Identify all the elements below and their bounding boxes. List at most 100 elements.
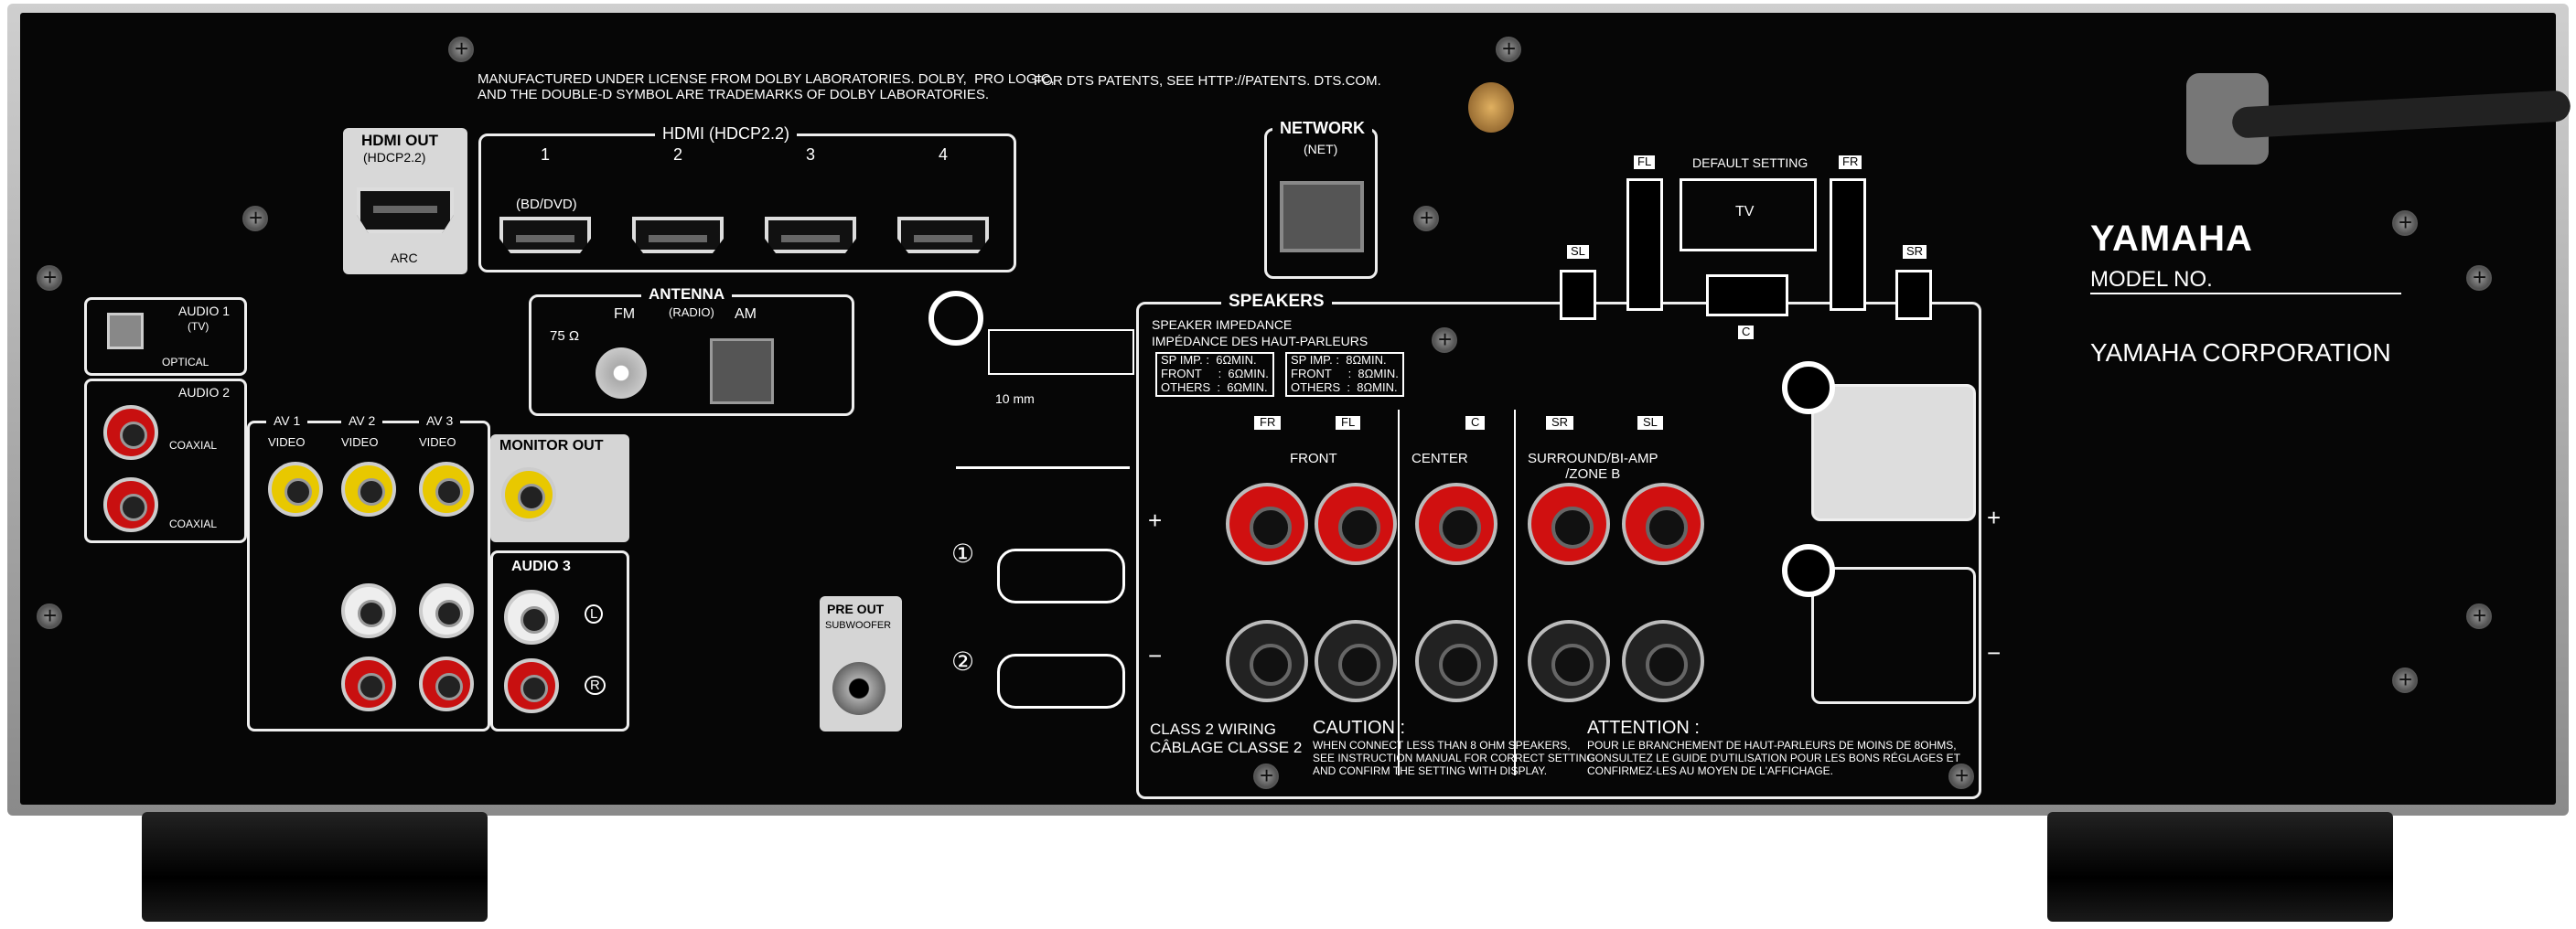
antenna-sub: (RADIO) <box>669 305 714 319</box>
fm-antenna-jack[interactable] <box>596 347 647 399</box>
caution-title: CAUTION : <box>1313 718 1406 738</box>
dts-notice: FOR DTS PATENTS, SEE HTTP://PATENTS. DTS… <box>1034 73 1381 89</box>
surround-label: SURROUND/BI-AMP /ZONE B <box>1528 451 1658 483</box>
optical-input[interactable] <box>107 313 144 349</box>
prohibited-icon <box>1782 361 1835 414</box>
hdmi-1-note: (BD/DVD) <box>516 197 577 212</box>
wire-short-warning <box>1811 384 1976 521</box>
fr-tag: FR <box>1254 415 1282 430</box>
sr-plus-terminal[interactable] <box>1528 483 1610 565</box>
av1-video-jack[interactable] <box>268 462 323 517</box>
ethernet-port[interactable] <box>1280 181 1364 252</box>
hdmi-out-label: HDMI OUT <box>361 132 439 149</box>
plus-mark: + <box>1148 507 1163 534</box>
av2-label: AV 2 <box>341 413 383 428</box>
caution-text: WHEN CONNECT LESS THAN 8 OHM SPEAKERS, S… <box>1313 739 1595 777</box>
monitor-out-jack[interactable] <box>501 467 556 522</box>
subwoofer-label: SUBWOOFER <box>825 620 892 631</box>
default-setting-label: DEFAULT SETTING <box>1692 155 1809 170</box>
av3-audio-r-jack[interactable] <box>419 657 474 711</box>
hdmi-port-number: 4 <box>939 145 949 164</box>
fr-plus-terminal[interactable] <box>1226 483 1308 565</box>
hdmi-in-4-port[interactable] <box>897 217 989 253</box>
screw <box>2466 263 2492 292</box>
av3-video-jack[interactable] <box>419 462 474 517</box>
audio1-group: AUDIO 1 (TV) OPTICAL <box>84 297 247 376</box>
wifi-antenna-connector[interactable] <box>1468 82 1514 133</box>
center-plus-terminal[interactable] <box>1415 483 1497 565</box>
audio2-label: AUDIO 2 <box>178 385 231 400</box>
center-minus-terminal[interactable] <box>1415 620 1497 702</box>
fl-plus-terminal[interactable] <box>1315 483 1397 565</box>
hdmi-in-1-port[interactable] <box>499 217 591 253</box>
impedance-8ohm-setting: SP IMP. : 8ΩMIN. FRONT : 8ΩMIN. OTHERS :… <box>1285 352 1404 397</box>
av2-audio-l-jack[interactable] <box>341 583 396 638</box>
hdmi-out-hdcp: (HDCP2.2) <box>363 150 426 165</box>
hdmi-port-number: 2 <box>673 145 683 164</box>
pre-out-label: PRE OUT <box>827 602 885 616</box>
monitor-out-area: MONITOR OUT <box>490 434 629 542</box>
fl-minus-terminal[interactable] <box>1315 620 1397 702</box>
terminal-tighten-icon <box>997 654 1125 709</box>
left-foot <box>142 812 488 922</box>
prohibited-icon <box>1782 544 1835 597</box>
screw <box>37 263 62 292</box>
audio3-group: AUDIO 3 L R <box>490 550 629 731</box>
av1-video-label: VIDEO <box>268 435 306 449</box>
audio3-r-jack[interactable] <box>504 658 559 713</box>
coaxial-input-1[interactable] <box>103 405 158 460</box>
attention-title: ATTENTION : <box>1587 718 1700 738</box>
hdmi-in-2-port[interactable] <box>632 217 724 253</box>
dolby-notice: MANUFACTURED UNDER LICENSE FROM DOLBY LA… <box>478 71 1055 103</box>
divider <box>1514 410 1516 775</box>
monitor-out-label: MONITOR OUT <box>499 438 604 454</box>
hdmi-input-group: HDMI (HDCP2.2) 1 2 3 4 (BD/DVD) <box>478 124 1016 272</box>
prohibited-icon <box>928 291 983 346</box>
sr-tag: SR <box>1546 415 1574 430</box>
c-tag: C <box>1465 415 1486 430</box>
left-channel-mark: L <box>585 604 604 625</box>
audio3-l-jack[interactable] <box>504 590 559 645</box>
divider <box>1398 410 1400 775</box>
right-foot <box>2047 812 2393 922</box>
antenna-group: ANTENNA (RADIO) FM AM 75 Ω <box>529 285 854 416</box>
sl-plus-terminal[interactable] <box>1622 483 1704 565</box>
av3-audio-l-jack[interactable] <box>419 583 474 638</box>
subwoofer-jack[interactable] <box>832 662 886 715</box>
sl-minus-terminal[interactable] <box>1622 620 1704 702</box>
av-input-group: AV 1 AV 2 AV 3 VIDEO VIDEO VIDEO <box>247 413 490 731</box>
fr-diagram-tag: FR <box>1839 155 1862 169</box>
hdmi-in-3-port[interactable] <box>765 217 856 253</box>
hdmi-out-port[interactable] <box>357 187 454 233</box>
fr-speaker-icon <box>1830 178 1866 311</box>
am-antenna-terminal[interactable] <box>710 338 774 404</box>
optical-label: OPTICAL <box>162 356 209 368</box>
fr-minus-terminal[interactable] <box>1226 620 1308 702</box>
fm-impedance: 75 Ω <box>550 328 580 344</box>
audio1-label: AUDIO 1 <box>178 304 231 318</box>
pre-out-area: PRE OUT SUBWOOFER <box>820 596 902 731</box>
audio2-group: AUDIO 2 COAXIAL COAXIAL <box>84 379 247 543</box>
wire-contact-warning <box>1811 567 1976 704</box>
av2-video-jack[interactable] <box>341 462 396 517</box>
sl-tag: SL <box>1637 415 1663 430</box>
hdmi-port-number: 1 <box>541 145 551 164</box>
attention-text: POUR LE BRANCHEMENT DE HAUT-PARLEURS DE … <box>1587 739 1960 777</box>
audio3-label: AUDIO 3 <box>511 559 571 574</box>
arc-label: ARC <box>391 251 418 265</box>
sl-diagram-tag: SL <box>1567 244 1589 259</box>
terminal-loosen-icon <box>997 549 1125 603</box>
screw <box>1948 762 1974 790</box>
center-label: CENTER <box>1411 451 1468 466</box>
coaxial-input-2[interactable] <box>103 477 158 532</box>
tv-icon: TV <box>1680 178 1817 251</box>
speakers-group: SPEAKERS SPEAKER IMPEDANCE IMPÉDANCE DES… <box>1136 292 1981 799</box>
network-sub: (NET) <box>1304 142 1338 156</box>
sr-minus-terminal[interactable] <box>1528 620 1610 702</box>
step-1-mark: ① <box>951 539 975 568</box>
av2-audio-r-jack[interactable] <box>341 657 396 711</box>
c-diagram-tag: C <box>1738 325 1755 339</box>
strip-length-label: 10 mm <box>995 391 1035 406</box>
plus-mark: + <box>1987 504 2002 531</box>
tv-label: TV <box>1735 204 1755 219</box>
